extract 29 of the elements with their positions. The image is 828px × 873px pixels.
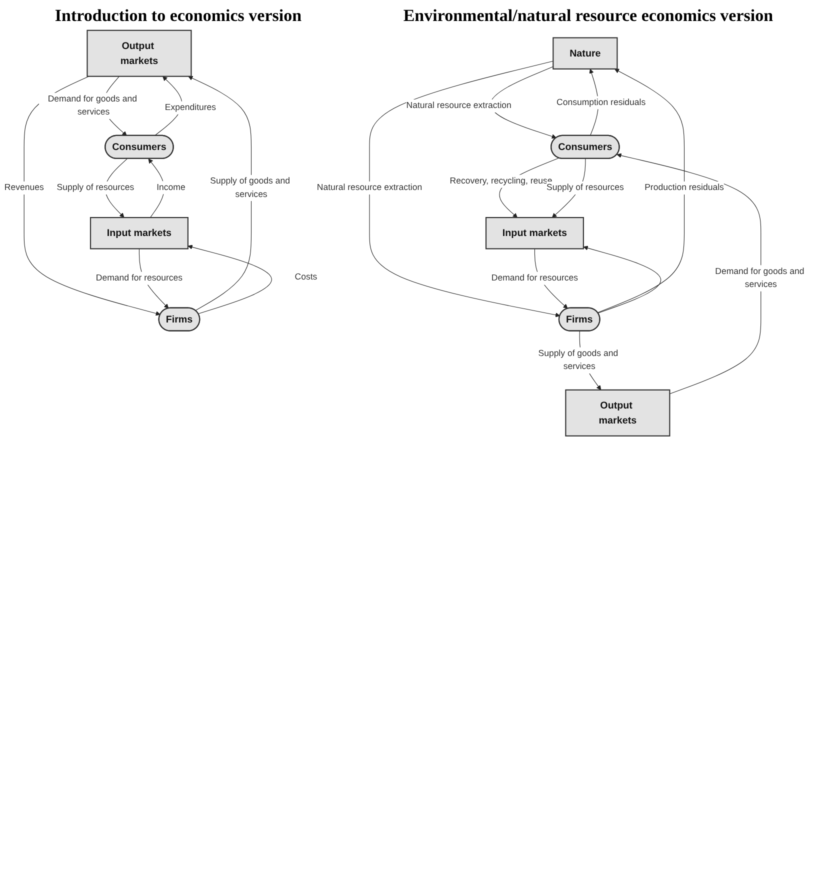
edge-label: Supply of resources: [546, 183, 624, 192]
node-box: Output markets: [86, 30, 192, 77]
arrow: [597, 68, 685, 313]
edge-label: Natural resource extraction: [316, 183, 422, 192]
node-box: Output markets: [565, 389, 670, 436]
edge-label: Expenditures: [164, 102, 216, 112]
arrow: [490, 66, 557, 139]
node-box: Input markets: [485, 217, 584, 250]
arrow: [616, 153, 762, 394]
edge-label: Natural resource extraction: [406, 101, 512, 110]
section-heading: Environmental/natural resource economics version: [403, 6, 774, 26]
node-box: Input markets: [90, 217, 188, 250]
edge-label: Supply of goods and services: [210, 176, 290, 199]
node-box: Nature: [552, 37, 618, 70]
section-heading: Introduction to economics version: [54, 6, 302, 26]
edge-label: Revenues: [4, 183, 44, 192]
edge-label: Demand for goods and services: [48, 94, 137, 117]
arrow: [188, 244, 272, 314]
arrow: [583, 246, 661, 314]
edge-label: Costs: [294, 272, 318, 282]
arrow: [188, 76, 252, 311]
edge-label: Consumption residuals: [556, 98, 646, 108]
edge-label: Income: [156, 182, 186, 192]
edge-label: Supply of resources: [56, 183, 134, 192]
edge-label: Supply of goods and services: [538, 348, 618, 372]
edge-label: Demand for resources: [491, 273, 578, 283]
edge-label: Demand for resources: [96, 273, 183, 283]
edge-label: Production residuals: [644, 183, 724, 192]
edge-label: Demand for goods and services: [715, 266, 804, 290]
